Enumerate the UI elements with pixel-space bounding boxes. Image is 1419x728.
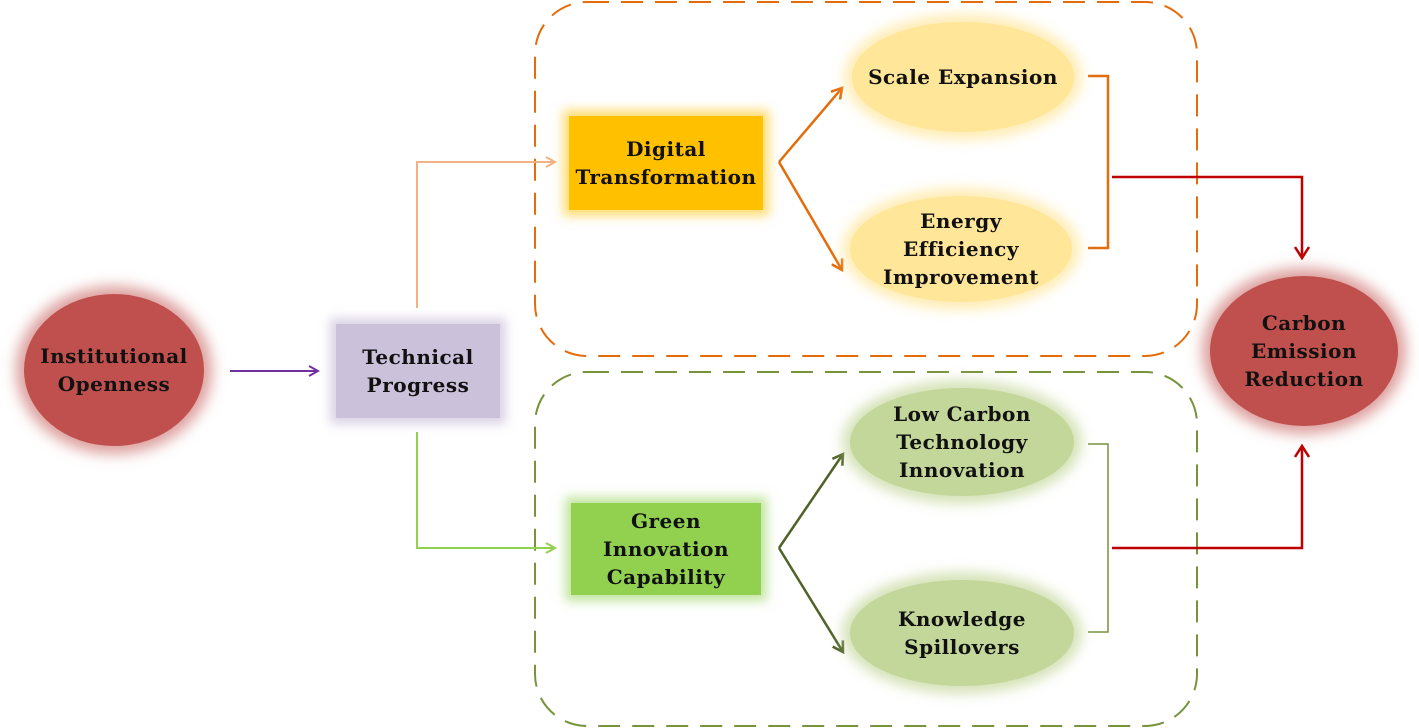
digital-transformation-node: Digital Transformation [569,116,763,210]
arrow-digital-to-reduction [1112,175,1302,258]
arrow-progress-to-green [416,432,555,548]
digital-transformation-label: Digital Transformation [575,137,757,189]
low-carbon-technology-innovation-node: Low Carbon Technology Innovation [850,388,1074,496]
scale-expansion-node: Scale Expansion [852,22,1074,132]
arrow-green-to-knowledge [777,547,843,652]
arrow-digital-to-scale [778,88,842,163]
energy-efficiency-improvement-node: Energy Efficiency Improvement [850,196,1072,302]
energy-efficiency-improvement-label: Energy Efficiency Improvement [883,209,1039,289]
carbon-emission-reduction-label: Carbon Emission Reduction [1244,311,1364,391]
knowledge-spillovers-node: Knowledge Spillovers [850,580,1074,686]
green-innovation-capability-node: Green Innovation Capability [571,503,761,595]
technical-progress-label: Technical Progress [362,345,474,397]
knowledge-spillovers-label: Knowledge Spillovers [898,607,1026,659]
arrow-green-to-reduction [1112,446,1302,550]
green-innovation-capability-label: Green Innovation Capability [602,509,730,589]
carbon-emission-reduction-node: Carbon Emission Reduction [1210,276,1398,426]
arrow-progress-to-digital [416,162,555,308]
digital-pathway-frame [534,1,1198,357]
institutional-openness-label: Institutional Openness [40,344,188,396]
bracket-digital-outcomes [1088,74,1110,250]
arrow-green-to-lowcarbon [777,454,843,549]
technical-progress-node: Technical Progress [336,324,500,418]
institutional-openness-node: Institutional Openness [24,294,204,446]
scale-expansion-label: Scale Expansion [868,65,1058,89]
arrow-digital-to-energy [777,161,842,270]
bracket-green-outcomes [1088,443,1109,633]
low-carbon-technology-innovation-label: Low Carbon Technology Innovation [893,402,1031,482]
